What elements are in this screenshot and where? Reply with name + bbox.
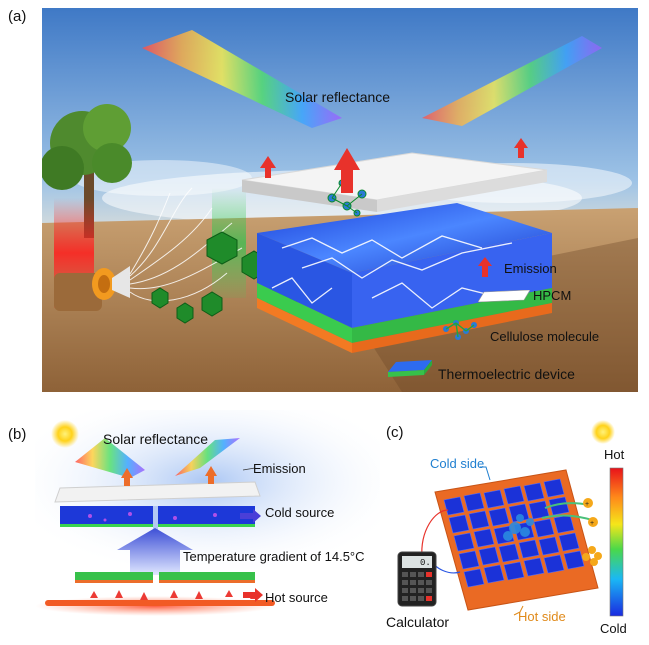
scale-cold-label: Cold — [600, 621, 627, 636]
thermoelectric-device-icon — [388, 360, 432, 377]
calculator-display: 0. — [420, 558, 431, 568]
hot-side-leader — [513, 605, 524, 616]
temperature-gradient-label: Temperature gradient of 14.5°C — [183, 549, 365, 564]
hot-source-arrow — [243, 588, 263, 602]
legend-thermoelectric: Thermoelectric device — [438, 366, 575, 382]
panel-c-label: (c) — [386, 424, 404, 441]
temperature-gradient-arrow — [117, 528, 193, 575]
cold-source-device — [60, 506, 255, 538]
svg-text:+: + — [590, 520, 594, 527]
panel-a-label: (a) — [8, 8, 27, 25]
charge-carriers: + + — [582, 498, 602, 566]
sun-icon-b — [51, 420, 79, 448]
emission-label-b: Emission — [253, 461, 306, 476]
calculator-icon — [397, 551, 437, 607]
emission-arrows-b — [121, 466, 217, 486]
rainbow-beam-right — [422, 36, 602, 126]
solar-reflectance-label-b: Solar reflectance — [103, 431, 209, 447]
rainbow-beam-left — [142, 30, 342, 128]
solar-reflectance-label-a: Solar reflectance — [285, 89, 391, 105]
panel-a-illustration — [42, 8, 638, 392]
svg-text:+: + — [585, 501, 589, 508]
panel-b: (b) Solar reflectance Emission Cold sour… — [0, 410, 380, 642]
hpcm-film-b — [54, 481, 261, 503]
rainbow-beam-b-left — [75, 438, 145, 478]
temperature-color-scale — [609, 467, 624, 617]
hot-source-label: Hot source — [265, 590, 328, 605]
cold-source-label: Cold source — [265, 505, 335, 520]
thermoelectric-block — [257, 203, 552, 353]
cellulose-molecule-icon — [443, 320, 477, 340]
hot-source-device — [45, 572, 275, 606]
cold-side-leader — [480, 466, 491, 481]
panel-b-illustration — [35, 410, 380, 616]
scale-hot-label: Hot — [604, 447, 625, 462]
legend-emission: Emission — [504, 261, 557, 276]
calculator-label: Calculator — [386, 614, 450, 630]
thermoelectric-plate: + + — [434, 469, 602, 611]
cold-source-arrow — [240, 509, 261, 523]
legend-cellulose: Cellulose molecule — [490, 329, 600, 344]
sun-icon-c — [591, 420, 615, 444]
wood-log-icon — [54, 266, 130, 311]
emission-leader-line — [242, 467, 256, 471]
emission-arrows — [260, 138, 528, 193]
panel-c: + + (c) 0. Cold side Hot side Calculat — [380, 410, 649, 645]
cold-side-label: Cold side — [430, 456, 485, 471]
rainbow-beam-b-right — [175, 438, 240, 476]
emission-arrow-icon — [478, 257, 492, 277]
panel-b-label: (b) — [8, 426, 27, 443]
panel-c-illustration: + + — [397, 420, 624, 617]
cellulose-fibers — [129, 187, 243, 302]
legend-hpcm: HPCM — [533, 288, 572, 303]
hot-side-label: Hot side — [518, 609, 566, 624]
hpcm-icon — [478, 290, 530, 302]
wire-red — [421, 509, 449, 559]
panel-a: (a) Solar reflectance Emission HPCM Cell… — [8, 8, 638, 392]
